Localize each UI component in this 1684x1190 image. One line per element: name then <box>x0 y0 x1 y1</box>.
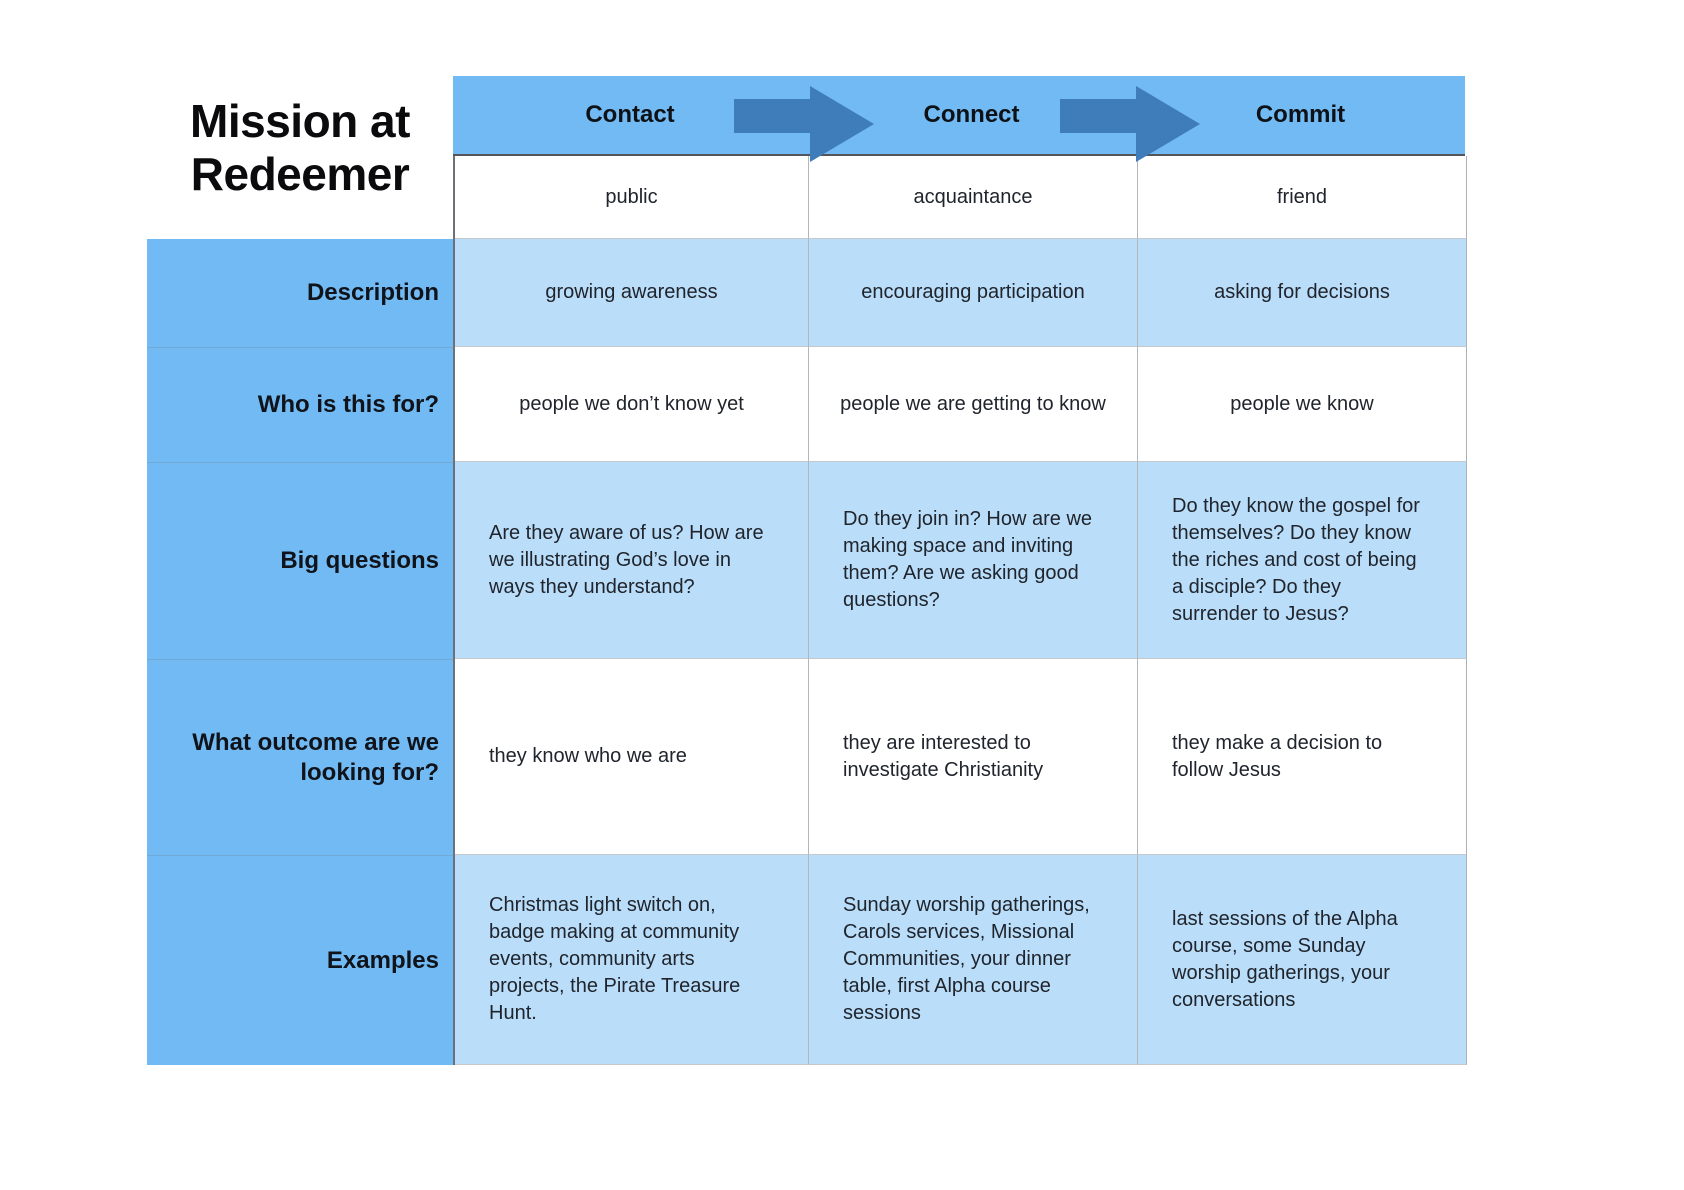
cell-outcome-contact: they know who we are <box>455 659 809 855</box>
row-label-big-questions: Big questions <box>147 462 453 659</box>
row-label-examples: Examples <box>147 855 453 1065</box>
cell-description-commit: asking for decisions <box>1138 239 1467 347</box>
page-title-line1: Mission at <box>190 95 410 147</box>
cell-who-connect: people we are getting to know <box>809 347 1138 462</box>
cell-examples-connect: Sunday worship gatherings, Carols servic… <box>809 855 1138 1065</box>
row-label-who-is-this-for: Who is this for? <box>147 347 453 462</box>
stage-connect: Connect <box>923 101 1020 128</box>
cell-who-commit: people we know <box>1138 347 1467 462</box>
header-band: Contact Connect Commit <box>453 76 1465 156</box>
arrow-right-icon <box>810 86 874 162</box>
cell-bigquestions-contact: Are they aware of us? How are we illustr… <box>455 462 809 659</box>
cell-who-contact: people we don’t know yet <box>455 347 809 462</box>
cell-outcome-commit: they make a decision to follow Jesus <box>1138 659 1467 855</box>
cell-audience-commit: friend <box>1138 156 1467 239</box>
mission-table: public acquaintance friend growing aware… <box>453 156 1467 1065</box>
cell-description-connect: encouraging participation <box>809 239 1138 347</box>
page-title-line2: Redeemer <box>190 148 410 200</box>
arrow-right-icon <box>734 99 812 133</box>
stage-contact: Contact <box>585 101 675 128</box>
cell-bigquestions-connect: Do they join in? How are we making space… <box>809 462 1138 659</box>
cell-audience-contact: public <box>455 156 809 239</box>
arrow-right-icon <box>1060 99 1138 133</box>
row-label-description: Description <box>306 279 439 306</box>
cell-examples-commit: last sessions of the Alpha course, some … <box>1138 855 1467 1065</box>
row-label-column: Description Who is this for? Big questio… <box>147 239 453 1065</box>
stage-commit: Commit <box>1255 101 1346 128</box>
cell-description-contact: growing awareness <box>455 239 809 347</box>
cell-outcome-connect: they are interested to investigate Chris… <box>809 659 1138 855</box>
arrow-right-icon <box>1136 86 1200 162</box>
page-title: Mission at Redeemer <box>147 95 453 201</box>
cell-examples-contact: Christmas light switch on, badge making … <box>455 855 809 1065</box>
cell-bigquestions-commit: Do they know the gospel for themselves? … <box>1138 462 1467 659</box>
cell-audience-connect: acquaintance <box>809 156 1138 239</box>
row-label-outcome: What outcome are we looking for? <box>147 659 453 855</box>
